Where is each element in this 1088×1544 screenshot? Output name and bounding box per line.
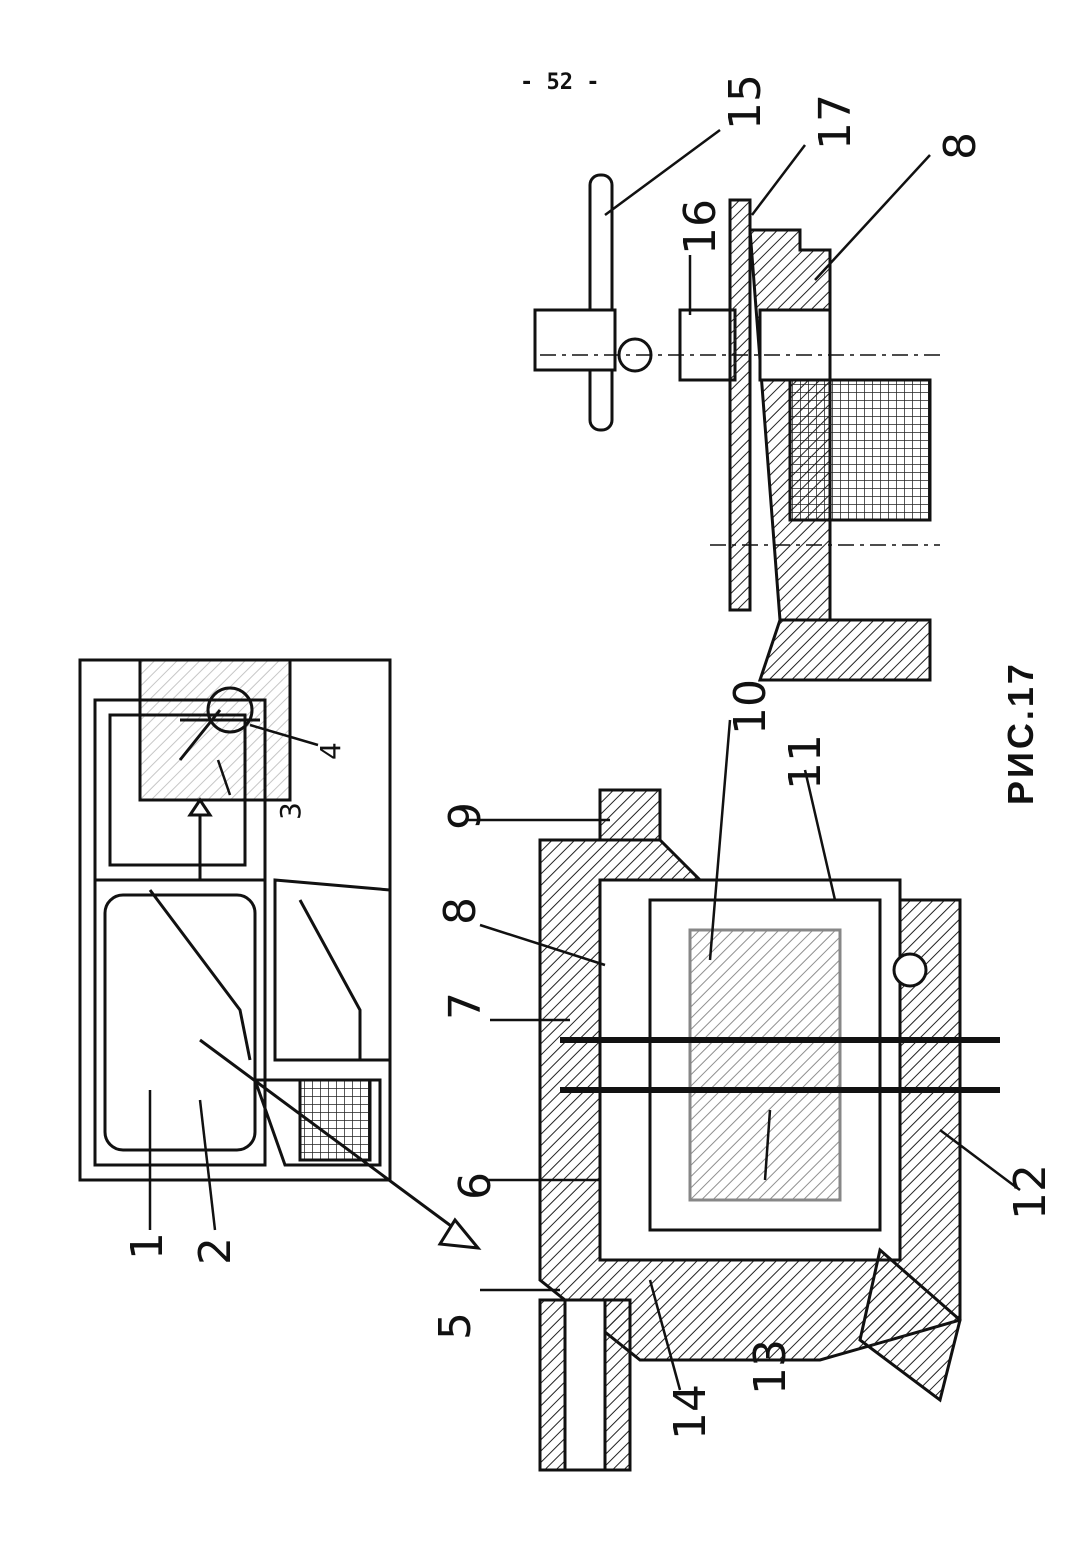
callout-labels: 1 2 3 4 5 6 7 8 9 10 11 12 13 14 15 16 1…: [122, 74, 1056, 1440]
cab-inset: [78, 658, 482, 1250]
callout-2: 2: [190, 1237, 241, 1265]
callout-8a: 8: [435, 897, 486, 925]
callout-7: 7: [440, 992, 491, 1020]
callout-12: 12: [1005, 1164, 1056, 1220]
callout-15: 15: [720, 74, 771, 130]
callout-6: 6: [450, 1172, 501, 1200]
callout-10: 10: [725, 679, 776, 735]
callout-4: 4: [314, 742, 347, 760]
callout-1: 1: [122, 1232, 173, 1260]
callout-16: 16: [675, 199, 726, 255]
callout-8b: 8: [935, 132, 986, 160]
tool-detail: [533, 173, 940, 682]
callout-5: 5: [430, 1312, 481, 1340]
callout-14: 14: [665, 1384, 716, 1440]
pump-section: [538, 788, 1000, 1472]
callout-9: 9: [440, 802, 491, 830]
leader-lines: [148, 128, 1021, 1391]
callout-3: 3: [274, 802, 307, 820]
callout-13: 13: [745, 1339, 796, 1395]
page-number: - 52 -: [520, 70, 600, 95]
callout-17: 17: [810, 94, 861, 150]
callout-11: 11: [780, 734, 831, 790]
